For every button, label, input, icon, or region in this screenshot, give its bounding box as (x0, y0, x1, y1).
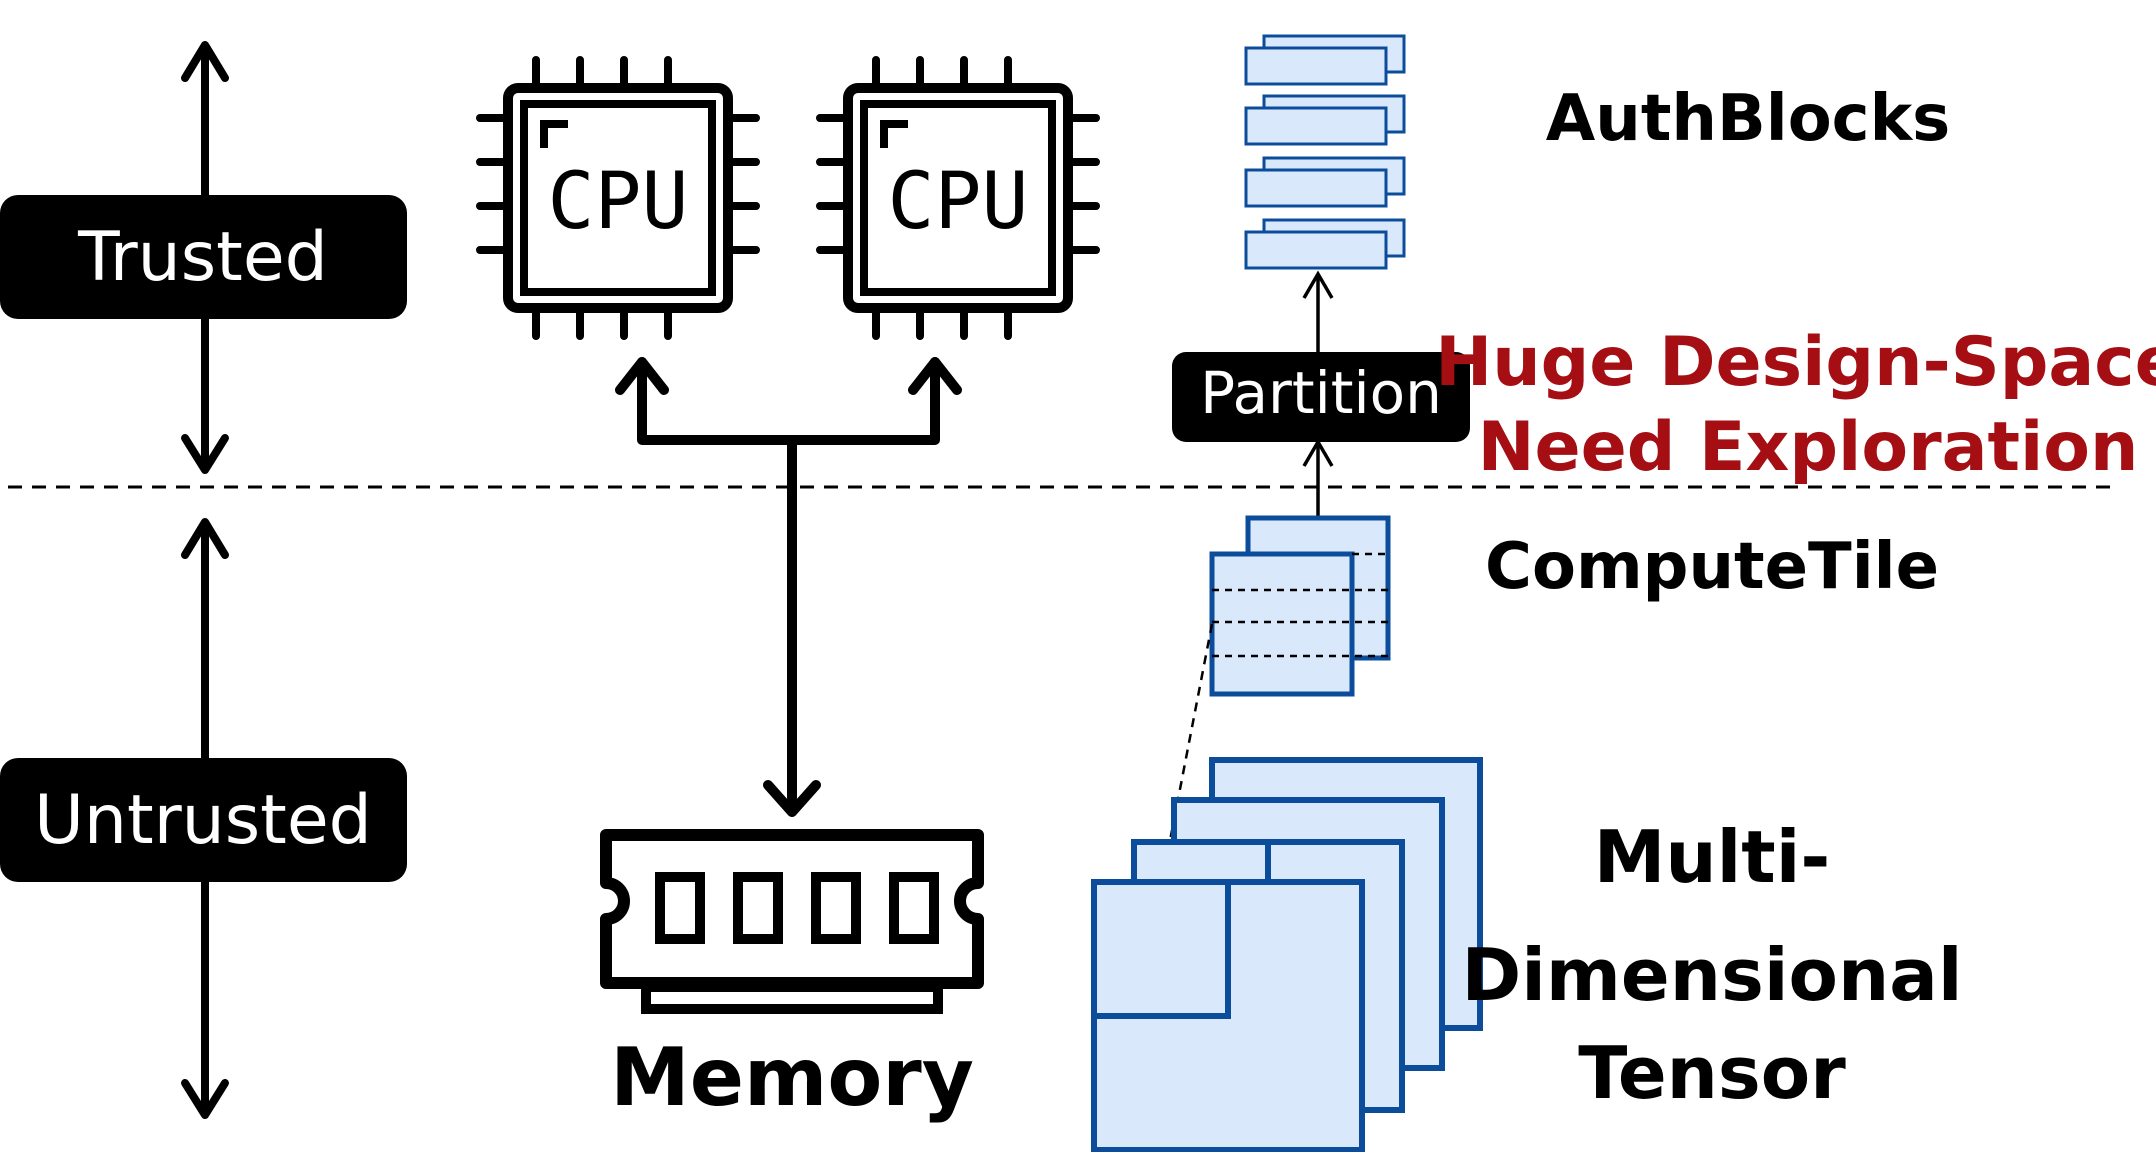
tensor-label-line1: Multi- (1594, 815, 1831, 899)
computetile-label: ComputeTile (1485, 530, 1939, 604)
untrusted-badge: Untrusted (0, 758, 407, 882)
partition-to-authblocks-arrow (1302, 270, 1334, 352)
bus-connector (615, 357, 962, 817)
tile-to-partition-arrow (1302, 438, 1334, 518)
memory-module-icon (600, 829, 984, 1014)
design-space-line1: Huge Design-Space (1435, 323, 2156, 402)
partition-box: Partition (1172, 352, 1470, 442)
trusted-label: Trusted (77, 218, 328, 297)
cpu-label: CPU (888, 157, 1029, 247)
authblocks-stack (1244, 34, 1406, 270)
tensor-label-line3: Tensor (1578, 1031, 1846, 1115)
authblocks-label: AuthBlocks (1546, 82, 1951, 156)
cpu-chip-icon: CPU (816, 56, 1100, 340)
untrusted-label: Untrusted (34, 781, 372, 860)
memory-label: Memory (610, 1031, 974, 1124)
tile-projection-line (1160, 623, 1214, 883)
partition-label: Partition (1200, 359, 1442, 427)
tensor-stack (1091, 757, 1483, 1152)
cpu-chip-icon: CPU (476, 56, 760, 340)
cpu-label: CPU (548, 157, 689, 247)
computetile-stack (1209, 515, 1391, 697)
trusted-badge: Trusted (0, 195, 407, 319)
tensor-label-line2: Dimensional (1461, 933, 1962, 1017)
design-space-line2: Need Exploration (1478, 408, 2139, 487)
